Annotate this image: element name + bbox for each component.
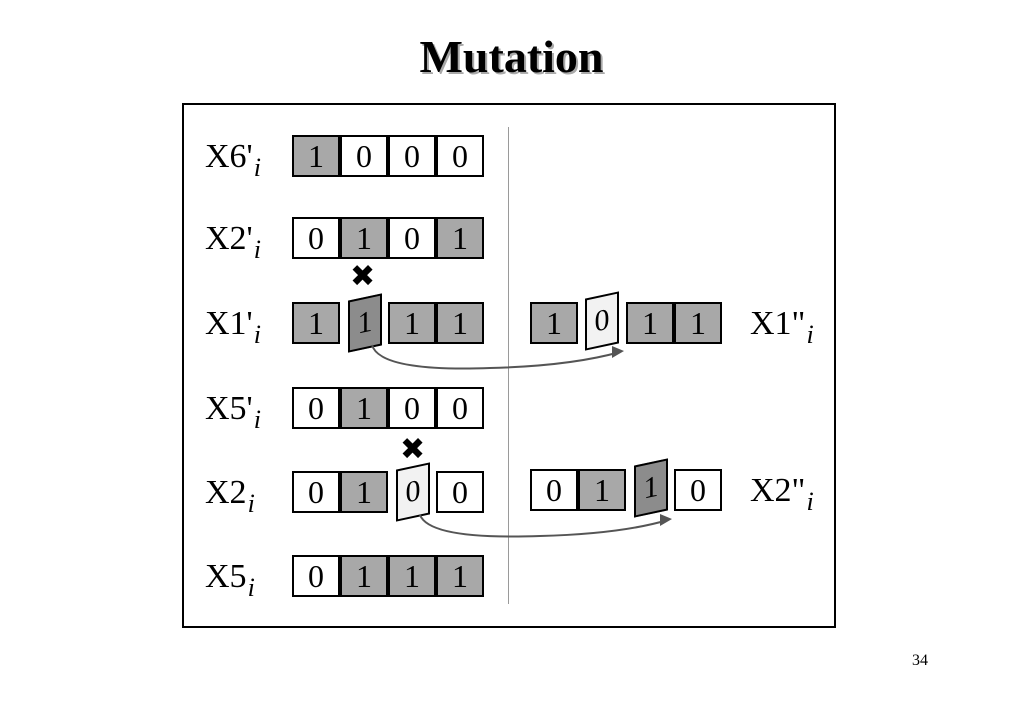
page-number: 34 <box>912 652 928 669</box>
gene-cell: 0 <box>340 135 388 177</box>
gene-cell: 0 <box>436 387 484 429</box>
row-label-x2p: X2'i <box>205 220 261 264</box>
gene-cell: 1 <box>340 217 388 259</box>
mutation-arrow-1 <box>371 344 621 370</box>
row-label-x5: X5i <box>205 558 255 602</box>
gene-cell: 1 <box>626 302 674 344</box>
gene-cell: 0 <box>292 471 340 513</box>
mutation-cross-icon: ✖ <box>400 432 426 467</box>
mutation-cross-icon: ✖ <box>350 259 376 294</box>
gene-cell: 0 <box>292 217 340 259</box>
gene-cell: 0 <box>674 469 722 511</box>
gene-cell: 1 <box>292 135 340 177</box>
gene-cell: 1 <box>388 555 436 597</box>
gene-cell: 1 <box>340 387 388 429</box>
row-label-x2pp: X2"i <box>750 472 814 516</box>
gene-cell: 1 <box>436 555 484 597</box>
gene-cell: 0 <box>292 555 340 597</box>
row-label-x1p: X1'i <box>205 305 261 349</box>
diagram-frame <box>182 103 836 628</box>
gene-cell: 1 <box>340 555 388 597</box>
gene-cell: 0 <box>388 387 436 429</box>
row-label-x2: X2i <box>205 474 255 518</box>
row-label-x1pp: X1"i <box>750 305 814 349</box>
gene-cell: 0 <box>292 387 340 429</box>
gene-cell: 1 <box>674 302 722 344</box>
gene-cell: 1 <box>578 469 626 511</box>
gene-cell: 1 <box>436 302 484 344</box>
mutation-arrow-1-head <box>612 346 624 358</box>
gene-cell: 1 <box>292 302 340 344</box>
mutation-arrow-2-head <box>660 514 672 526</box>
row-label-x5p: X5'i <box>205 390 261 434</box>
slide-title: Mutation <box>419 31 604 82</box>
column-divider <box>508 127 509 604</box>
mutation-arrow-2 <box>419 514 669 538</box>
gene-cell: 0 <box>436 135 484 177</box>
gene-cell: 1 <box>436 217 484 259</box>
gene-cell: 0 <box>388 135 436 177</box>
gene-cell: 0 <box>436 471 484 513</box>
gene-cell: 0 <box>530 469 578 511</box>
gene-cell: 0 <box>388 217 436 259</box>
gene-cell: 1 <box>340 471 388 513</box>
gene-cell: 1 <box>530 302 578 344</box>
gene-cell: 1 <box>388 302 436 344</box>
row-label-x6p: X6'i <box>205 138 261 182</box>
